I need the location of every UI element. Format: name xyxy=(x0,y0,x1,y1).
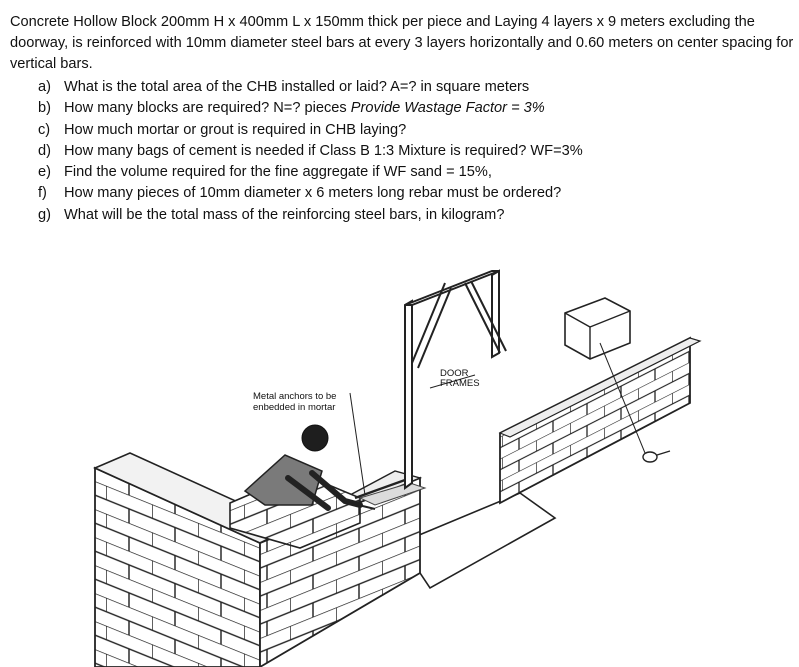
question-f: f) How many pieces of 10mm diameter x 6 m… xyxy=(38,183,795,204)
trowel-icon xyxy=(349,502,376,510)
loose-block xyxy=(564,297,631,360)
string-line-reel-icon xyxy=(642,451,658,463)
anchor-label-line2: enbedded in mortar xyxy=(253,402,335,413)
question-d: d) How many bags of cement is needed if C… xyxy=(38,141,795,162)
question-text: What is the total area of the CHB instal… xyxy=(64,79,530,95)
right-wall-top xyxy=(498,337,702,438)
question-letter: e) xyxy=(38,164,51,181)
wastage-factor-note: Provide Wastage Factor = 3% xyxy=(350,100,545,117)
metal-anchor xyxy=(354,478,406,500)
question-g: g) What will be the total mass of the rei… xyxy=(38,205,795,226)
door-frames-label-line1: DOOR xyxy=(440,368,469,379)
floor-slab xyxy=(398,492,557,590)
anchor-leader-line xyxy=(349,392,366,496)
door-frames-label-line2: FRAMES xyxy=(440,378,480,389)
question-text: What will be the total mass of the reinf… xyxy=(64,206,505,223)
question-text: How many bags of cement is needed if Cla… xyxy=(64,142,583,159)
question-letter: b) xyxy=(38,100,51,117)
question-letter: g) xyxy=(38,206,51,223)
question-b: b) How many blocks are required? N=? piec… xyxy=(38,98,795,119)
door-frame xyxy=(404,269,507,490)
mortar-bed xyxy=(358,482,427,506)
question-text: Find the volume required for the fine ag… xyxy=(64,164,492,181)
question-letter: c) xyxy=(38,121,51,138)
masonry-drawing: Metal anchors to be enbedded in mortar D… xyxy=(93,269,702,667)
masonry-illustration: Metal anchors to be enbedded in mortar D… xyxy=(60,243,780,667)
question-text: How many pieces of 10mm diameter x 6 met… xyxy=(64,185,562,202)
mason-worker xyxy=(243,424,376,511)
string-line xyxy=(599,342,646,454)
question-list: a) What is the total area of the CHB inst… xyxy=(10,77,795,226)
question-text: How many blocks are required? N=? pieces… xyxy=(64,100,545,117)
question-c: c) How much mortar or grout is required i… xyxy=(38,120,795,141)
door-leader-line xyxy=(429,374,476,389)
question-letter: a) xyxy=(38,79,51,95)
question-letter: d) xyxy=(38,142,51,159)
question-text: How much mortar or grout is required in … xyxy=(64,121,407,138)
question-letter: f) xyxy=(38,185,47,202)
question-a: a) What is the total area of the CHB inst… xyxy=(38,77,795,98)
anchor-label-line1: Metal anchors to be xyxy=(253,391,336,402)
problem-intro: Concrete Hollow Block 200mm H x 400mm L … xyxy=(10,14,794,72)
question-e: e) Find the volume required for the fine … xyxy=(38,162,795,183)
problem-statement: Concrete Hollow Block 200mm H x 400mm L … xyxy=(10,12,795,226)
